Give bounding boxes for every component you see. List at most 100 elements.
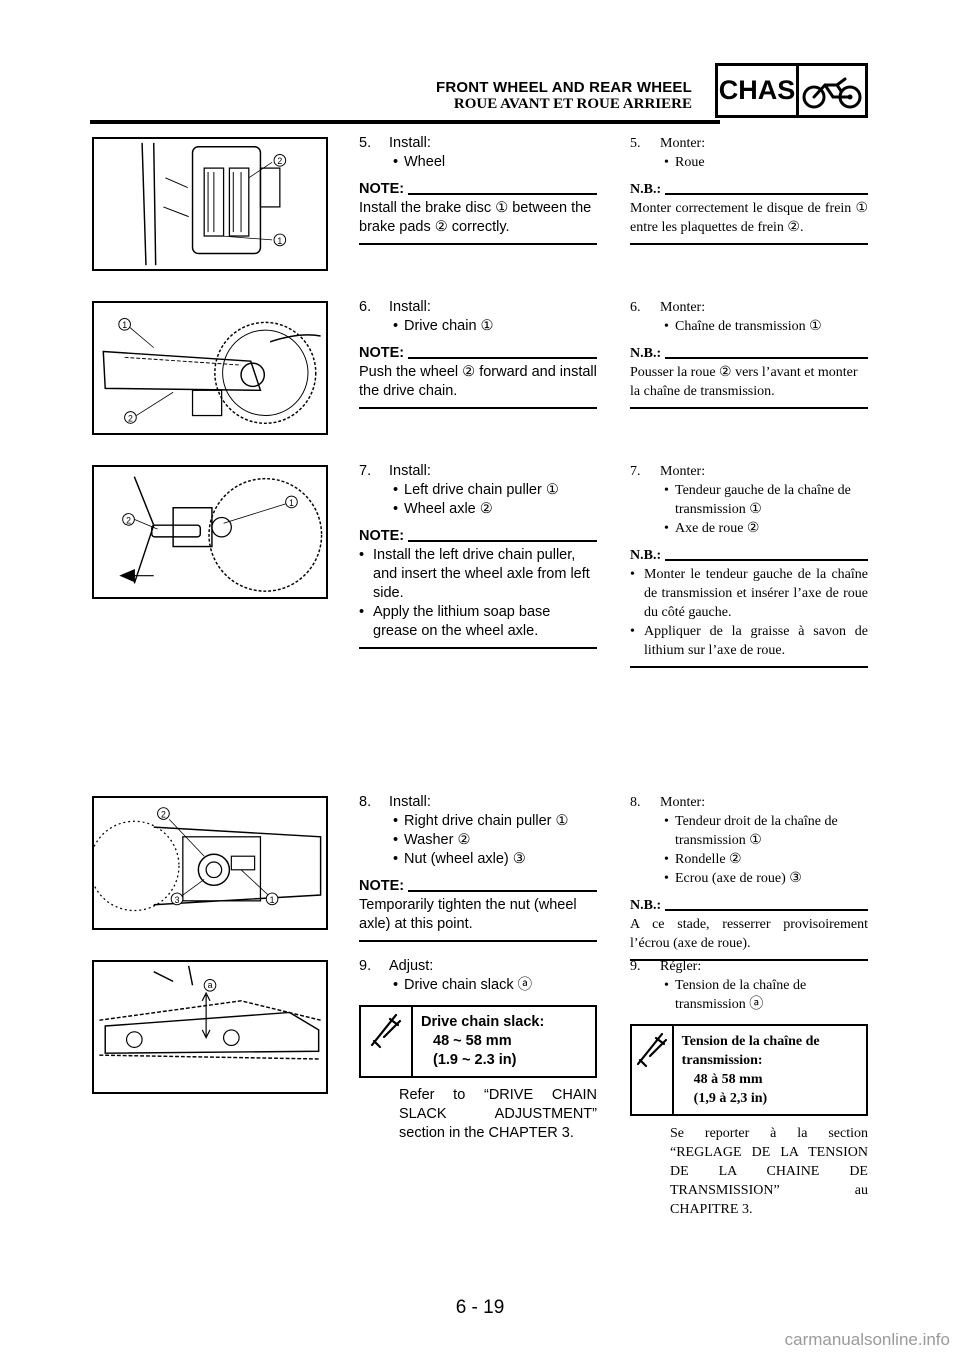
step-action: Install: [389, 135, 431, 151]
step-number: 7. [359, 463, 372, 479]
step-item: Axe de roue ② [630, 519, 868, 538]
step-7-fr: 7. Monter: Tendeur gauche de la chaîne de… [630, 462, 868, 668]
step-action: Install: [389, 794, 431, 810]
note-end-rule [630, 666, 868, 668]
figure-drive-chain: 1 2 [92, 301, 328, 435]
step-action: Install: [389, 299, 431, 315]
caliper-icon [361, 1007, 413, 1076]
step-6-en: 6. Install: Drive chain ① NOTE: Push the … [359, 298, 597, 409]
note-text: Monter correctement le disque de frein ①… [630, 201, 868, 235]
step-item: Washer ② [359, 831, 597, 850]
note-label: NOTE: [359, 345, 405, 361]
note-label: N.B.: [630, 346, 662, 361]
step-5-en: 5. Install: Wheel NOTE: Install the brake… [359, 134, 597, 245]
step-item: Drive chain ① [359, 317, 597, 336]
spec-title: Drive chain slack: [421, 1014, 545, 1030]
chapter-badge: CHAS [715, 63, 868, 118]
step-action: Régler: [660, 959, 702, 974]
spec-title: Tension de la chaîne de transmission: [681, 1034, 820, 1068]
note-text: A ce stade, resserrer provisoirement l’é… [630, 917, 868, 951]
reference-text: Refer to “DRIVE CHAIN SLACK ADJUSTMENT” … [399, 1087, 597, 1141]
step-item: Roue [630, 153, 868, 172]
caliper-icon [632, 1026, 674, 1114]
callout-2: 2 [128, 413, 133, 423]
callout-2: 2 [161, 809, 166, 819]
step-item: Drive chain slack ⓐ [359, 976, 597, 995]
step-number: 8. [630, 795, 641, 810]
step-item: Wheel [359, 153, 597, 172]
figure-chain-puller-right: 2 3 1 [92, 796, 328, 930]
step-item: Rondelle ② [630, 850, 868, 869]
step-9-en: 9.Adjust: Drive chain slack ⓐ Drive chai… [359, 957, 597, 1143]
note-label: N.B.: [630, 548, 662, 563]
step-number: 5. [630, 136, 641, 151]
section-title-en: FRONT WHEEL AND REAR WHEEL [435, 79, 692, 96]
step-5-fr: 5. Monter: Roue N.B.: Monter correctement… [630, 134, 868, 245]
callout-3: 3 [175, 895, 180, 905]
step-item: Ecrou (axe de roue) ③ [630, 869, 868, 888]
note-label: N.B.: [630, 898, 662, 913]
step-item: Tendeur gauche de la chaîne de transmiss… [630, 481, 868, 519]
grease-icon [119, 568, 154, 583]
step-number: 6. [630, 300, 641, 315]
step-6-fr: 6. Monter: Chaîne de transmission ① N.B.:… [630, 298, 868, 409]
reference-text: Se reporter à la section “REGLAGE DE LA … [670, 1126, 868, 1217]
note-bullet: Appliquer de la graisse à savon de lithi… [630, 622, 868, 660]
note-text: Install the brake disc ① between the bra… [359, 200, 592, 235]
note-bullet: Apply the lithium soap base grease on th… [359, 603, 597, 641]
step-item: Left drive chain puller ① [359, 481, 597, 500]
page-number: 6 - 19 [455, 1297, 505, 1318]
step-item: Tension de la chaîne de transmission ⓐ [630, 976, 868, 1014]
header-rule [90, 120, 720, 124]
note-end-rule [359, 647, 597, 649]
step-item: Right drive chain puller ① [359, 812, 597, 831]
callout-1: 1 [289, 498, 294, 508]
spec-box: Drive chain slack: 48 ~ 58 mm (1.9 ~ 2.3… [359, 1005, 597, 1078]
step-number: 8. [359, 794, 372, 810]
step-action: Monter: [660, 464, 706, 479]
spec-value: (1.9 ~ 2.3 in) [433, 1052, 517, 1068]
note-end-rule [359, 243, 597, 245]
section-title-fr: ROUE AVANT ET ROUE ARRIERE [453, 96, 692, 112]
note-end-rule [630, 959, 868, 961]
step-9-fr: 9. Régler: Tension de la chaîne de transm… [630, 957, 868, 1219]
callout-2: 2 [277, 156, 282, 166]
figure-chain-slack: a [92, 960, 328, 1094]
callout-1: 1 [270, 895, 275, 905]
callout-a: a [208, 980, 213, 990]
step-action: Monter: [660, 136, 706, 151]
step-number: 5. [359, 135, 372, 151]
callout-1: 1 [277, 236, 282, 246]
spec-value: 48 ~ 58 mm [433, 1033, 512, 1049]
step-action: Monter: [660, 795, 706, 810]
note-end-rule [359, 940, 597, 942]
step-number: 7. [630, 464, 641, 479]
spec-value: 48 à 58 mm [693, 1072, 763, 1087]
note-bullet: Monter le tendeur gauche de la chaîne de… [630, 565, 868, 622]
note-text: Temporarily tighten the nut (wheel axle)… [359, 897, 577, 932]
note-text: Push the wheel ② forward and install the… [359, 364, 597, 399]
figure-brake-disc: 2 1 [92, 137, 328, 271]
step-8-en: 8. Install: Right drive chain puller ① Wa… [359, 793, 597, 942]
step-number: 6. [359, 299, 372, 315]
note-label: NOTE: [359, 528, 405, 544]
step-number: 9. [359, 958, 372, 974]
step-action: Monter: [660, 300, 706, 315]
step-number: 9. [630, 959, 641, 974]
spec-box: Tension de la chaîne de transmission: 48… [630, 1024, 868, 1116]
note-label: N.B.: [630, 182, 662, 197]
callout-2: 2 [126, 515, 131, 525]
step-item: Wheel axle ② [359, 500, 597, 519]
step-item: Chaîne de transmission ① [630, 317, 868, 336]
note-text: Pousser la roue ② vers l’avant et monter… [630, 365, 858, 399]
step-item: Nut (wheel axle) ③ [359, 850, 597, 869]
step-7-en: 7.Install: Left drive chain puller ① Whe… [359, 462, 597, 649]
callout-1: 1 [122, 320, 127, 330]
note-end-rule [359, 407, 597, 409]
note-end-rule [630, 243, 868, 245]
note-bullet: Install the left drive chain puller, and… [359, 546, 597, 603]
spec-value: (1,9 à 2,3 in) [693, 1091, 768, 1106]
note-label: NOTE: [359, 181, 405, 197]
note-label: NOTE: [359, 878, 405, 894]
chapter-badge-label: CHAS [718, 66, 799, 115]
